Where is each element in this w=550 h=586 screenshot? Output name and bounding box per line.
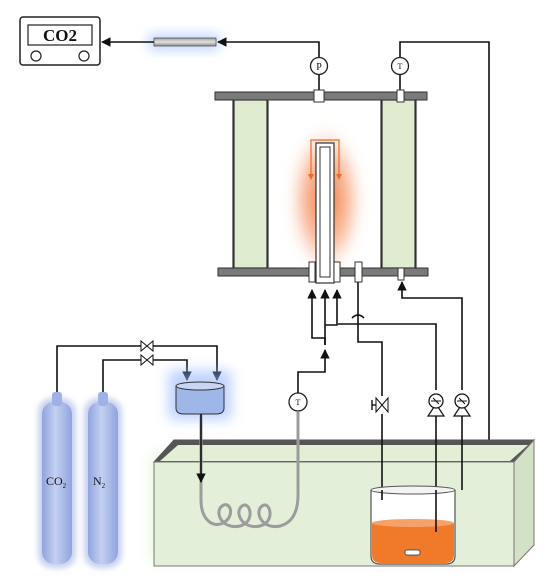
pressure-gauge: P xyxy=(309,56,329,76)
pump-1 xyxy=(426,393,446,417)
absorption-beaker xyxy=(370,485,456,565)
heat-exchange-coil xyxy=(199,412,300,529)
n2-cylinder: N2 xyxy=(84,392,122,568)
top-temperature-gauge-label: T xyxy=(398,62,403,71)
reactor-right-wall xyxy=(381,99,416,269)
reactor-left-wall xyxy=(233,99,268,269)
pressure-gauge-label: P xyxy=(316,62,322,73)
water-bath xyxy=(150,438,536,568)
co2-cylinder: CO2 xyxy=(38,392,76,568)
reactor xyxy=(214,89,429,284)
inlet-temperature-gauge: T xyxy=(288,392,308,412)
outlet-valve xyxy=(371,396,389,414)
top-temperature-gauge: T xyxy=(390,56,410,92)
gas-mixer xyxy=(168,370,232,420)
co2-valve xyxy=(140,339,154,353)
co2-analyzer-label: CO2 xyxy=(43,26,77,45)
n2-valve xyxy=(140,353,154,367)
pump-2 xyxy=(452,393,472,417)
reactor-outlet-line xyxy=(351,282,387,497)
reactor-inlet-lines xyxy=(297,289,342,393)
co2-analyzer: CO2 xyxy=(19,16,101,66)
co2-cylinder-label: CO2 xyxy=(46,474,67,490)
stir-bar xyxy=(404,549,421,556)
top-thermocouple-line xyxy=(399,41,494,493)
n2-cylinder-label: N2 xyxy=(93,474,106,490)
inlet-temperature-gauge-label: T xyxy=(296,398,301,407)
exhaust-line xyxy=(101,37,320,92)
drying-tube xyxy=(148,34,220,50)
